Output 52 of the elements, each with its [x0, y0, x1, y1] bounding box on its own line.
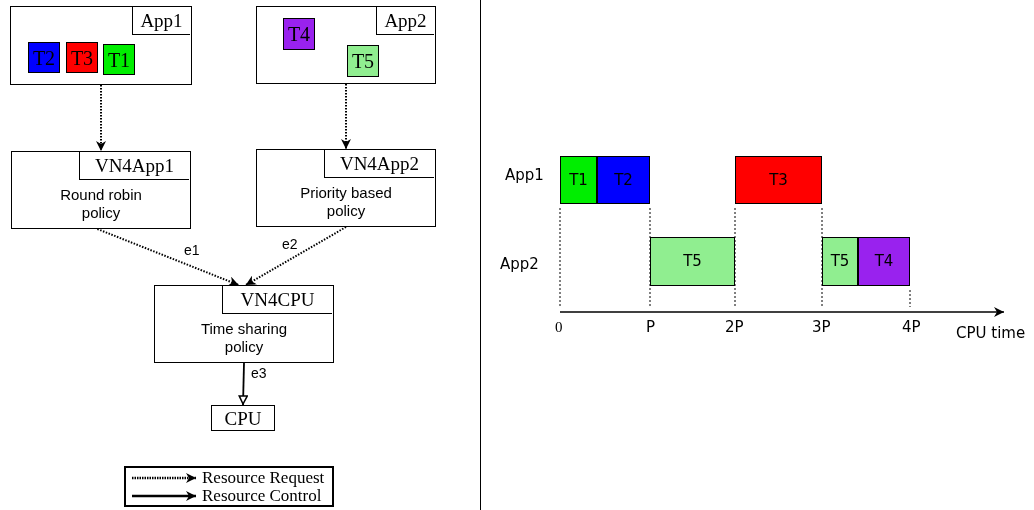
- task-name: T3: [70, 47, 94, 68]
- task-name: T5: [830, 254, 850, 269]
- task-name: T3: [769, 172, 788, 188]
- axis-title: CPU time: [956, 326, 1026, 341]
- edge-label: e2: [281, 237, 299, 251]
- cpu-box: [211, 405, 275, 431]
- arrow: [238, 362, 248, 406]
- policy-box: [154, 285, 334, 363]
- schedule-bar: [560, 156, 597, 204]
- task-name: T4: [287, 24, 311, 44]
- title-tab: App2: [376, 7, 434, 35]
- schedule-bar: [597, 156, 650, 204]
- edge-label: e3: [250, 366, 268, 380]
- app-box: [10, 6, 192, 85]
- policy-box: [256, 149, 436, 227]
- task-name: T2: [32, 47, 56, 68]
- row-label: App1: [505, 168, 544, 183]
- task-name: T5: [683, 254, 702, 269]
- row-label: App2: [500, 257, 539, 272]
- app-box: [256, 6, 436, 84]
- arrow: [96, 84, 106, 152]
- edge-label: e1: [183, 243, 201, 257]
- policy-text: Priority based policy: [299, 184, 393, 220]
- title-tab: VN4App2: [324, 150, 434, 178]
- policy-box: [11, 151, 191, 229]
- tick-label: 3P: [812, 320, 831, 335]
- task-box: [347, 45, 379, 77]
- task-name: T2: [614, 172, 633, 188]
- title-tab: VN4CPU: [222, 286, 332, 314]
- policy-text: Time sharing policy: [199, 320, 289, 356]
- task-name: T1: [569, 172, 588, 188]
- schedule-bar: [735, 156, 822, 204]
- schedule-bar: [858, 237, 910, 286]
- policy-text: Round robin policy: [59, 186, 143, 222]
- arrow: [244, 226, 347, 286]
- tick-label: P: [646, 320, 656, 335]
- tick-label: 4P: [902, 320, 921, 335]
- tick-label: 0: [555, 320, 563, 335]
- title-tab: VN4App1: [79, 152, 189, 180]
- task-name: T4: [874, 254, 894, 269]
- schedule-bar: [650, 237, 735, 286]
- task-name: T5: [351, 51, 375, 71]
- task-name: T1: [107, 49, 131, 70]
- task-box: [283, 18, 315, 50]
- schedule-bar: [822, 237, 858, 286]
- legend-label: Resource Control: [202, 487, 322, 504]
- tick-label: 2P: [725, 320, 744, 335]
- arrow: [96, 228, 240, 286]
- arrow: [341, 83, 351, 150]
- legend-label: Resource Request: [202, 469, 325, 486]
- title-tab: App1: [132, 7, 190, 35]
- box-label: CPU: [224, 408, 262, 428]
